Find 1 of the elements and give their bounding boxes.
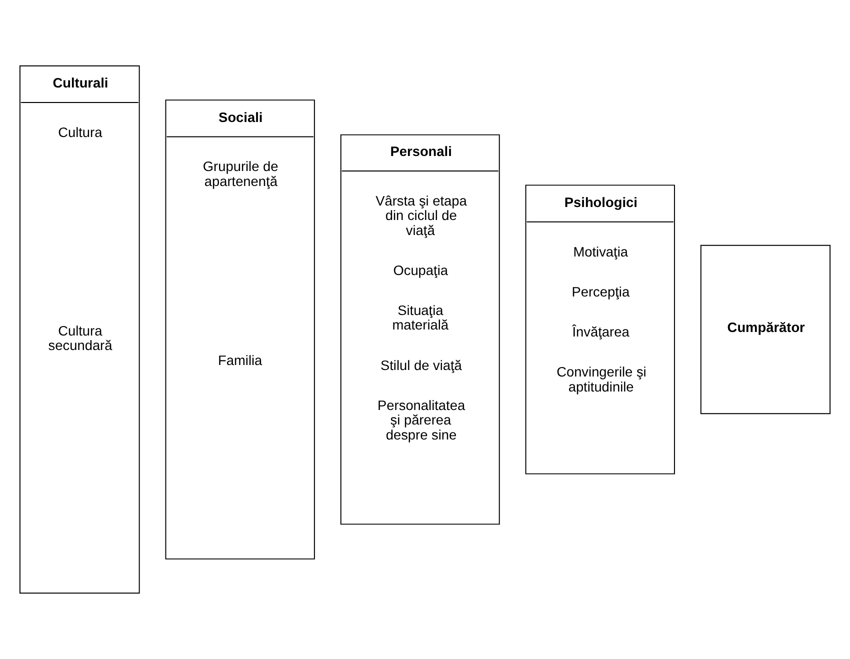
node-box: Cumpărător: [700, 244, 831, 414]
